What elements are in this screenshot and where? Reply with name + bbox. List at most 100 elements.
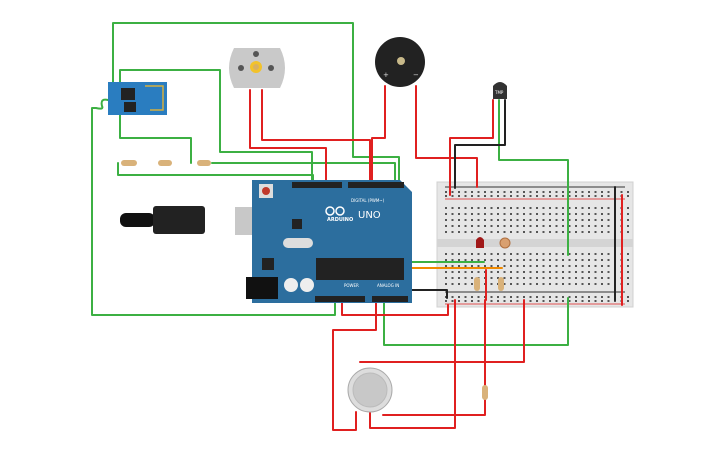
breadboard-hole bbox=[555, 265, 558, 267]
breadboard-hole bbox=[445, 207, 447, 209]
breadboard-hole bbox=[497, 271, 499, 273]
breadboard-hole bbox=[484, 265, 486, 267]
breadboard-hole bbox=[529, 296, 532, 298]
breadboard-hole bbox=[549, 195, 551, 197]
breadboard-hole bbox=[555, 296, 558, 298]
breadboard-hole bbox=[568, 296, 571, 298]
breadboard-hole bbox=[581, 271, 584, 273]
breadboard-hole bbox=[607, 265, 610, 267]
wire-green bbox=[211, 162, 396, 186]
breadboard-hole bbox=[445, 271, 447, 273]
temperature-sensor[interactable]: TMP bbox=[493, 82, 507, 99]
breadboard-hole bbox=[581, 300, 584, 302]
breadboard-hole bbox=[464, 277, 467, 279]
breadboard-hole bbox=[562, 271, 564, 273]
breadboard-hole bbox=[588, 207, 590, 209]
breadboard-hole bbox=[568, 207, 571, 209]
breadboard-hole bbox=[536, 265, 538, 267]
breadboard-hole bbox=[562, 283, 564, 285]
breadboard-hole bbox=[490, 191, 493, 193]
breadboard-hole bbox=[601, 296, 603, 298]
breadboard-hole bbox=[562, 265, 564, 267]
breadboard-hole bbox=[588, 277, 590, 279]
breadboard-hole bbox=[568, 300, 571, 302]
breadboard-hole bbox=[555, 225, 558, 227]
breadboard-hole bbox=[510, 231, 512, 233]
breadboard-hole bbox=[542, 296, 545, 298]
breadboard-hole bbox=[581, 231, 584, 233]
breadboard-hole bbox=[594, 283, 597, 285]
breadboard-hole bbox=[594, 191, 597, 193]
gas-sensor[interactable] bbox=[347, 367, 393, 413]
breadboard-hole bbox=[464, 271, 467, 273]
breadboard-hole bbox=[503, 253, 506, 255]
arduino-logo-text: ARDUINO bbox=[327, 217, 353, 223]
piezo-buzzer[interactable]: + − bbox=[375, 37, 425, 87]
red-led[interactable] bbox=[476, 237, 484, 248]
breadboard-hole bbox=[445, 225, 447, 227]
breadboard-hole bbox=[562, 191, 564, 193]
breadboard-hole bbox=[464, 259, 467, 261]
breadboard-hole bbox=[627, 195, 629, 197]
breadboard-hole bbox=[555, 195, 558, 197]
breadboard-hole bbox=[484, 195, 486, 197]
dc-motor[interactable] bbox=[229, 48, 285, 88]
breadboard-hole bbox=[458, 207, 460, 209]
breadboard-hole bbox=[445, 265, 447, 267]
breadboard-hole bbox=[464, 300, 467, 302]
breadboard-hole bbox=[575, 259, 577, 261]
breadboard-hole bbox=[549, 219, 551, 221]
breadboard-hole bbox=[477, 253, 480, 255]
breadboard-hole bbox=[536, 225, 538, 227]
breadboard-hole bbox=[542, 300, 545, 302]
breadboard-hole bbox=[568, 253, 571, 255]
wire-red bbox=[341, 299, 449, 316]
breadboard-hole bbox=[594, 271, 597, 273]
breadboard-hole bbox=[458, 219, 460, 221]
breadboard-hole bbox=[588, 253, 590, 255]
breadboard-hole bbox=[562, 296, 564, 298]
breadboard-hole bbox=[581, 207, 584, 209]
breadboard-hole bbox=[529, 195, 532, 197]
breadboard-hole bbox=[542, 225, 545, 227]
wire-red bbox=[382, 399, 486, 416]
breadboard-hole bbox=[562, 231, 564, 233]
breadboard-hole bbox=[549, 225, 551, 227]
photoresistor[interactable] bbox=[499, 237, 511, 249]
breadboard-hole bbox=[568, 225, 571, 227]
wire-green bbox=[383, 297, 569, 346]
resistor bbox=[121, 160, 137, 166]
wire-red bbox=[332, 299, 377, 431]
breadboard-hole bbox=[549, 259, 551, 261]
breadboard-hole bbox=[445, 213, 447, 215]
breadboard-hole bbox=[568, 213, 571, 215]
breadboard-hole bbox=[516, 283, 519, 285]
breadboard-hole bbox=[497, 265, 499, 267]
breadboard-hole bbox=[542, 207, 545, 209]
breadboard-hole bbox=[490, 231, 493, 233]
breadboard-hole bbox=[471, 191, 473, 193]
breadboard-hole bbox=[529, 253, 532, 255]
breadboard-hole bbox=[516, 259, 519, 261]
breadboard-hole bbox=[484, 191, 486, 193]
breadboard-hole bbox=[627, 296, 629, 298]
breadboard[interactable] bbox=[436, 181, 634, 308]
breadboard-hole bbox=[497, 277, 499, 279]
breadboard-hole bbox=[542, 283, 545, 285]
breadboard-hole bbox=[601, 253, 603, 255]
breadboard-hole bbox=[484, 225, 486, 227]
breadboard-hole bbox=[555, 277, 558, 279]
breadboard-hole bbox=[503, 191, 506, 193]
breadboard-hole bbox=[562, 277, 564, 279]
breadboard-hole bbox=[562, 300, 564, 302]
breadboard-hole bbox=[516, 265, 519, 267]
breadboard-hole bbox=[529, 271, 532, 273]
breadboard-hole bbox=[581, 191, 584, 193]
breadboard-hole bbox=[568, 219, 571, 221]
breadboard-hole bbox=[549, 271, 551, 273]
arduino-uno[interactable]: ARDUINO UNO DIGITAL (PWM~) POWER ANALOG … bbox=[246, 180, 412, 303]
breadboard-hole bbox=[497, 219, 499, 221]
esp8266-module[interactable] bbox=[108, 82, 167, 115]
breadboard-hole bbox=[549, 213, 551, 215]
